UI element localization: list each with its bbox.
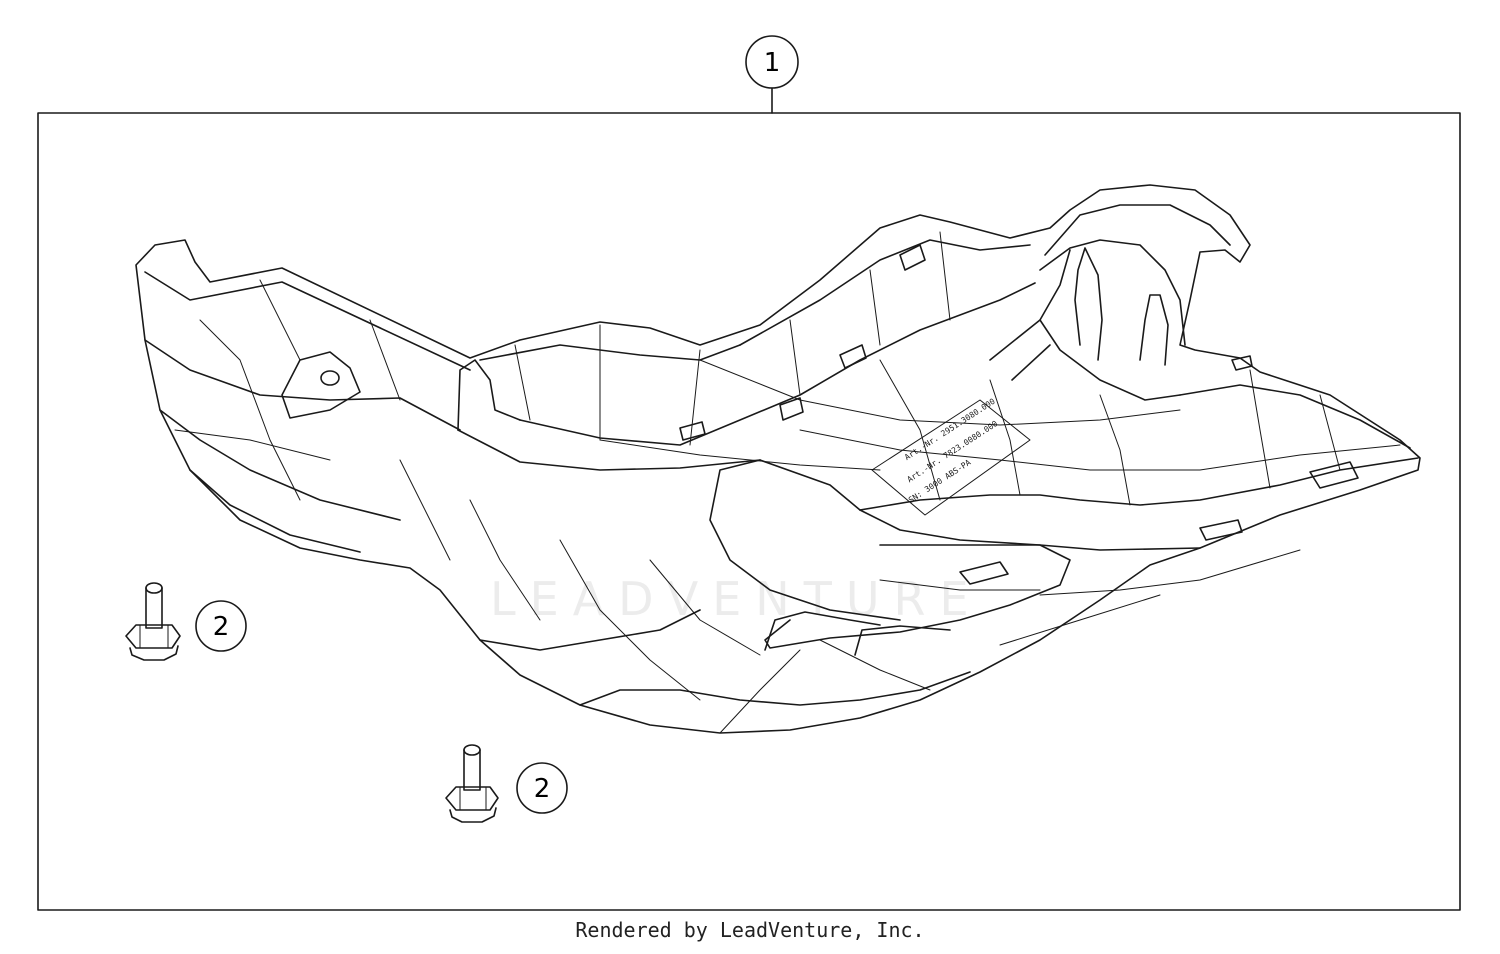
callout-2-lower-number: 2 [534,774,551,804]
callout-2-lower[interactable]: 2 [516,762,568,814]
part-group-frame [37,112,1461,911]
callout-2-upper[interactable]: 2 [195,600,247,652]
callout-1[interactable]: 1 [745,35,799,89]
skid-plate-drawing [135,184,1421,734]
render-credit: Rendered by LeadVenture, Inc. [575,918,925,942]
callout-2-lower-circle [516,762,568,814]
callout-1-number: 1 [764,48,781,78]
callout-2-upper-number: 2 [213,612,230,642]
watermark-text: LEADVENTURE [490,572,983,626]
callout-2-upper-circle [195,600,247,652]
bolt-drawing-lower [445,744,499,823]
bolt-drawing-upper [125,582,181,661]
callout-1-circle [745,35,799,89]
